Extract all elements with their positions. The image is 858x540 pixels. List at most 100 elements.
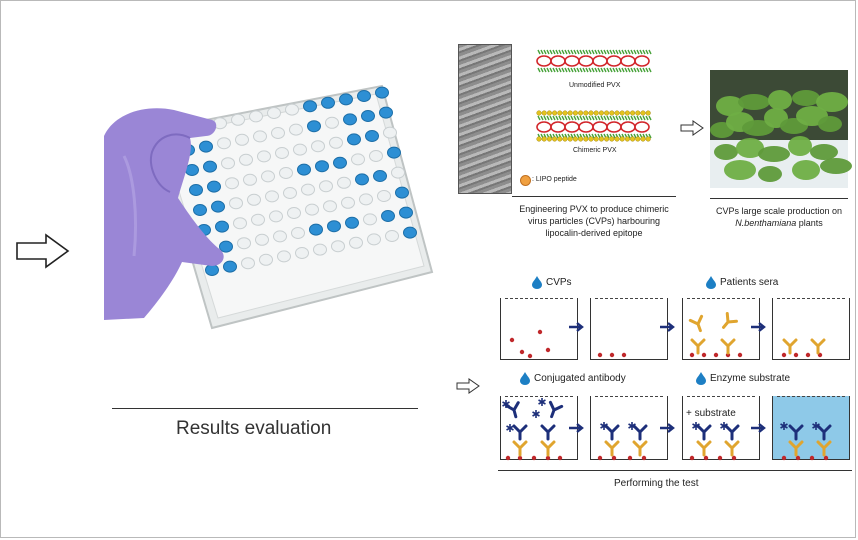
coat-protein-top (645, 115, 649, 121)
plate-well (229, 197, 243, 210)
plate-well (285, 103, 299, 116)
coat-protein-bottom (633, 133, 637, 139)
plate-well (221, 157, 235, 170)
star-ray (538, 399, 546, 405)
coat-protein-bottom (597, 67, 601, 73)
plate-well (359, 193, 373, 206)
assay-well-4 (772, 298, 850, 360)
unmodified-pvx-label: Unmodified PVX (569, 82, 621, 89)
coat-protein-top (546, 115, 550, 121)
antibody-shape (782, 338, 798, 355)
coat-protein-bottom (627, 133, 631, 139)
plate-well (257, 150, 271, 163)
antibody (816, 424, 832, 441)
lipo-bead-top (572, 110, 578, 116)
plate-well (349, 236, 363, 249)
production-caption: CVPs large scale production on N.bentham… (706, 205, 852, 229)
plant-leaf (716, 96, 744, 116)
coat-protein-top (540, 115, 544, 121)
coat-protein-top (642, 49, 646, 55)
unmodified-pvx-diagram (536, 49, 652, 73)
plate-well (301, 183, 315, 196)
antigen-dot (531, 455, 537, 461)
plate-well (233, 217, 247, 230)
production-caption-species: N.benthamiana (735, 218, 797, 228)
enzyme-star-icon (628, 422, 636, 430)
antibody (688, 314, 704, 333)
plate-well (361, 110, 375, 122)
antibody (540, 440, 556, 457)
lipo-bead-bottom (593, 136, 599, 142)
antibody (696, 440, 712, 457)
coat-protein-bottom (591, 133, 595, 139)
coat-protein-bottom (570, 67, 574, 73)
plate-well (269, 210, 283, 223)
coat-protein-bottom (558, 67, 562, 73)
antigen-dot (713, 352, 719, 358)
plate-well (357, 90, 371, 102)
plate-well (289, 123, 303, 136)
plate-well (379, 106, 393, 119)
antibody (720, 338, 736, 355)
coat-protein-top (612, 115, 616, 121)
lipo-bead-top (541, 110, 547, 116)
coat-protein-top (558, 49, 562, 55)
assay-well-8 (772, 396, 850, 460)
antibody-shape (512, 424, 528, 441)
coat-protein-bottom (606, 133, 610, 139)
lipo-bead-bottom (583, 136, 589, 142)
coat-protein-bottom (594, 67, 598, 73)
antigen-dot (793, 352, 799, 358)
plate-well (391, 166, 405, 179)
plate-well (275, 147, 289, 159)
lipo-bead-bottom (588, 136, 594, 142)
lipo-bead-top (578, 110, 584, 116)
antigen-dot (505, 455, 511, 461)
plate-well (305, 203, 319, 216)
coat-protein-top (603, 49, 607, 55)
plate-well (403, 226, 417, 239)
lipo-peptide-dot (520, 175, 531, 186)
plate-well (329, 136, 343, 149)
coat-protein-bottom (588, 67, 592, 73)
antibody-shape (696, 424, 712, 441)
coat-protein-top (540, 49, 544, 55)
lipo-bead-bottom (536, 136, 542, 142)
plate-well (351, 153, 365, 166)
lipo-bead-bottom (604, 136, 610, 142)
antigen-dot (611, 455, 617, 461)
engineering-underline (512, 196, 676, 197)
coat-protein-bottom (606, 67, 610, 73)
coat-protein-top (558, 115, 562, 121)
star-ray (502, 401, 510, 407)
coat-protein-top (588, 115, 592, 121)
coat-protein-top (555, 49, 559, 55)
plate-well (247, 193, 261, 206)
coat-protein-top (648, 115, 652, 121)
antibody-shape (632, 440, 648, 457)
coat-protein-bottom (645, 67, 649, 73)
plate-well (203, 160, 217, 173)
antibody (505, 401, 520, 419)
plate-well (253, 130, 267, 143)
coat-protein-top (555, 115, 559, 121)
plate-well (231, 113, 245, 126)
coat-protein-top (576, 49, 580, 55)
lipo-bead-top (567, 110, 573, 116)
antigen-dot (509, 337, 515, 343)
antigen-dot (627, 455, 633, 461)
coat-protein-top (621, 115, 625, 121)
plate-well (249, 110, 263, 123)
plate-well (399, 206, 413, 219)
flow-arrow-icon (660, 322, 675, 332)
coat-protein-top (594, 49, 598, 55)
plate-well (255, 233, 269, 246)
plate-well (387, 146, 401, 159)
lipo-bead-top (619, 110, 625, 116)
plate-well (381, 210, 395, 222)
star-ray (628, 423, 636, 429)
plate-well (261, 170, 275, 183)
antigen-dot (689, 455, 695, 461)
antigen-dot (823, 455, 829, 461)
coat-protein-bottom (627, 67, 631, 73)
